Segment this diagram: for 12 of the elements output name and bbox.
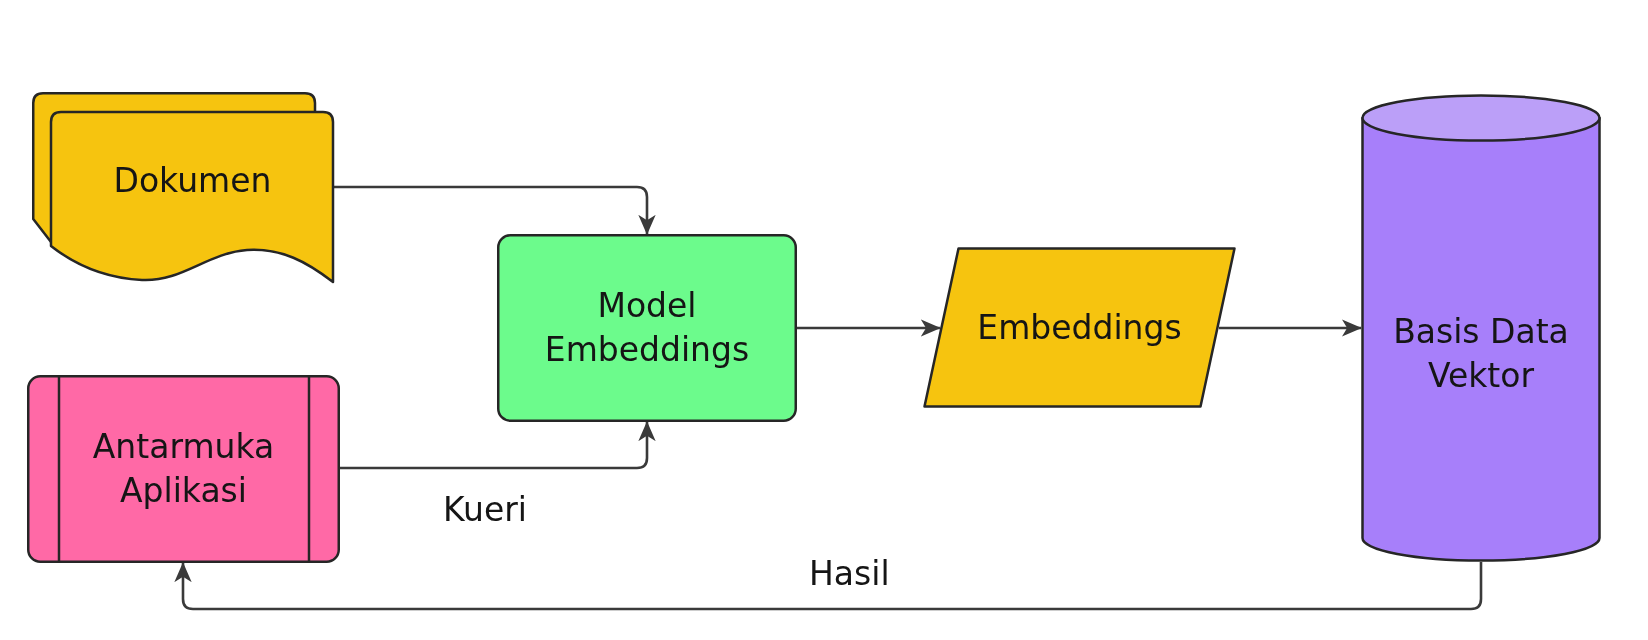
arrow xyxy=(174,562,1483,611)
node-label: Basis Data Vektor xyxy=(1392,311,1570,397)
node-label: Model Embeddings xyxy=(543,285,751,371)
arrow xyxy=(1218,319,1362,337)
arrow xyxy=(797,319,941,337)
edge-label: Hasil xyxy=(809,554,890,594)
node-label: Embeddings xyxy=(977,306,1182,349)
arrow xyxy=(334,185,656,235)
arrow xyxy=(340,421,656,470)
edge-label: Kueri xyxy=(443,490,527,530)
node-label: Dokumen xyxy=(113,160,272,202)
node-label: Antarmuka Aplikasi xyxy=(91,426,276,512)
